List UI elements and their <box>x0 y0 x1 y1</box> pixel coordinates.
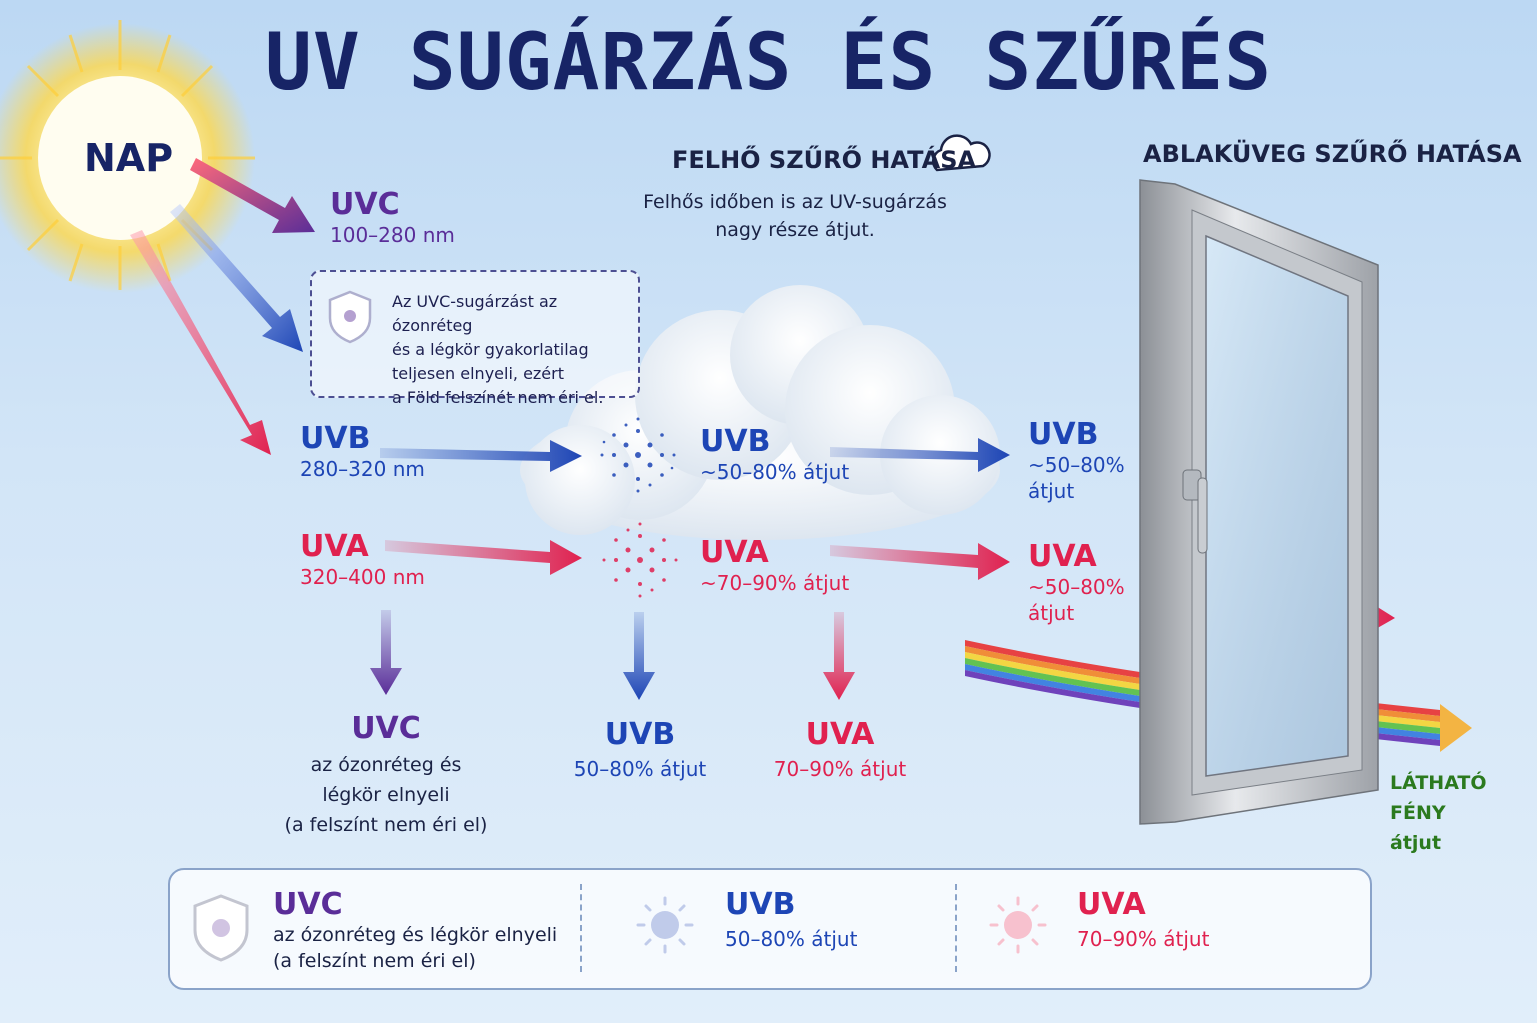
legend-panel <box>168 868 1372 990</box>
uvb-arrows <box>380 438 1010 472</box>
legend-uvb: UVB 50–80% átjut <box>725 888 857 952</box>
cloud-effect-heading: FELHŐ SZŰRŐ HATÁSA <box>672 146 977 174</box>
uvc-note-text: Az UVC-sugárzást az ózonréteg és a légkö… <box>392 290 632 410</box>
uva-cloud: UVA ~70–90% átjut <box>700 536 849 596</box>
cloud-desc-line1: Felhős időben is az UV-sugárzás <box>643 191 947 213</box>
uva-window-value1: ~50–80% <box>1028 575 1125 599</box>
uva-incoming-name: UVA <box>300 529 369 564</box>
uva-window-name: UVA <box>1028 539 1097 574</box>
uvb-window-value1: ~50–80% <box>1028 453 1125 477</box>
uva-window: UVA ~50–80% átjut <box>1028 540 1125 626</box>
legend-uva-name: UVA <box>1077 887 1146 922</box>
visible-light: LÁTHATÓ FÉNY átjut <box>1390 768 1537 858</box>
uva-incoming-range: 320–400 nm <box>300 565 425 589</box>
uvc-ground-name: UVC <box>351 711 421 746</box>
uva-window-value2: átjut <box>1028 601 1075 625</box>
legend-uvb-name: UVB <box>725 887 796 922</box>
uva-ground-value: 70–90% átjut <box>773 757 907 781</box>
sun-label: NAP <box>84 136 174 180</box>
uva-cloud-name: UVA <box>700 535 769 570</box>
cloud-desc-line2: nagy része átjut. <box>715 219 875 241</box>
uva-ground-name: UVA <box>805 717 875 752</box>
uvc-incoming-name: UVC <box>330 187 400 222</box>
uvb-window: UVB ~50–80% átjut <box>1028 418 1125 504</box>
uvc-note-box <box>310 270 640 398</box>
uva-incoming: UVA 320–400 nm <box>300 530 425 590</box>
uvc-ground-line1: az ózonréteg és <box>310 754 462 776</box>
uva-cloud-value: ~70–90% átjut <box>700 571 850 595</box>
legend-uvc-line1: az ózonréteg és légkör elnyeli <box>273 924 558 946</box>
uvb-incoming: UVB 280–320 nm <box>300 422 425 482</box>
uvc-note-line2: és a légkör gyakorlatilag <box>392 340 589 359</box>
legend-uvc-name: UVC <box>273 887 343 922</box>
sun-rays <box>130 158 315 455</box>
uvc-down-arrow <box>370 610 402 695</box>
uvb-incoming-range: 280–320 nm <box>300 457 425 481</box>
uvc-ground: UVC az ózonréteg és légkör elnyeli (a fe… <box>270 712 502 840</box>
uvb-cloud-name: UVB <box>700 424 771 459</box>
uvc-incoming-range: 100–280 nm <box>330 223 455 247</box>
uvc-note-line3: teljesen elnyeli, ezért <box>392 364 564 383</box>
sun-icon <box>0 20 255 293</box>
legend-uvc: UVC az ózonréteg és légkör elnyeli (a fe… <box>273 888 557 974</box>
uvc-ground-line3: (a felszínt nem éri el) <box>284 814 488 836</box>
uvb-cloud-value: ~50–80% átjut <box>700 460 850 484</box>
uvb-ground: UVB 50–80% átjut <box>560 718 720 782</box>
uvb-down-arrow <box>623 612 655 700</box>
uvb-window-value2: átjut <box>1028 479 1075 503</box>
uva-scatter <box>602 522 678 598</box>
legend-uva: UVA 70–90% átjut <box>1077 888 1209 952</box>
legend-uvc-line2: (a felszínt nem éri el) <box>273 950 476 972</box>
page-title: UV SUGÁRZÁS ÉS SZŰRÉS <box>264 18 1273 108</box>
uvc-note-line4: a Föld felszínét nem éri el. <box>392 388 604 407</box>
uvc-incoming: UVC 100–280 nm <box>330 188 455 248</box>
cloud-icon <box>931 134 991 172</box>
legend-divider <box>580 884 582 972</box>
uva-down-arrow <box>823 612 855 700</box>
visible-light-line2: átjut <box>1390 832 1442 854</box>
legend-uva-value: 70–90% átjut <box>1077 927 1210 951</box>
uvb-window-name: UVB <box>1028 417 1099 452</box>
uvb-scatter <box>600 417 676 493</box>
uvb-cloud: UVB ~50–80% átjut <box>700 425 849 485</box>
window-effect-heading: ABLAKÜVEG SZŰRŐ HATÁSA <box>1143 140 1522 168</box>
uvb-incoming-name: UVB <box>300 421 371 456</box>
window <box>1139 179 1379 825</box>
uvb-ground-value: 50–80% átjut <box>573 757 707 781</box>
uva-ground: UVA 70–90% átjut <box>760 718 920 782</box>
legend-divider <box>955 884 957 972</box>
uvc-ground-line2: légkör elnyeli <box>322 784 450 806</box>
legend-uvb-value: 50–80% átjut <box>725 927 858 951</box>
visible-light-line1: LÁTHATÓ FÉNY <box>1390 772 1487 824</box>
uvb-ground-name: UVB <box>604 717 676 752</box>
cloud-effect-description: Felhős időben is az UV-sugárzás nagy rés… <box>630 188 960 244</box>
uvc-note-line1: Az UVC-sugárzást az ózonréteg <box>392 292 558 335</box>
